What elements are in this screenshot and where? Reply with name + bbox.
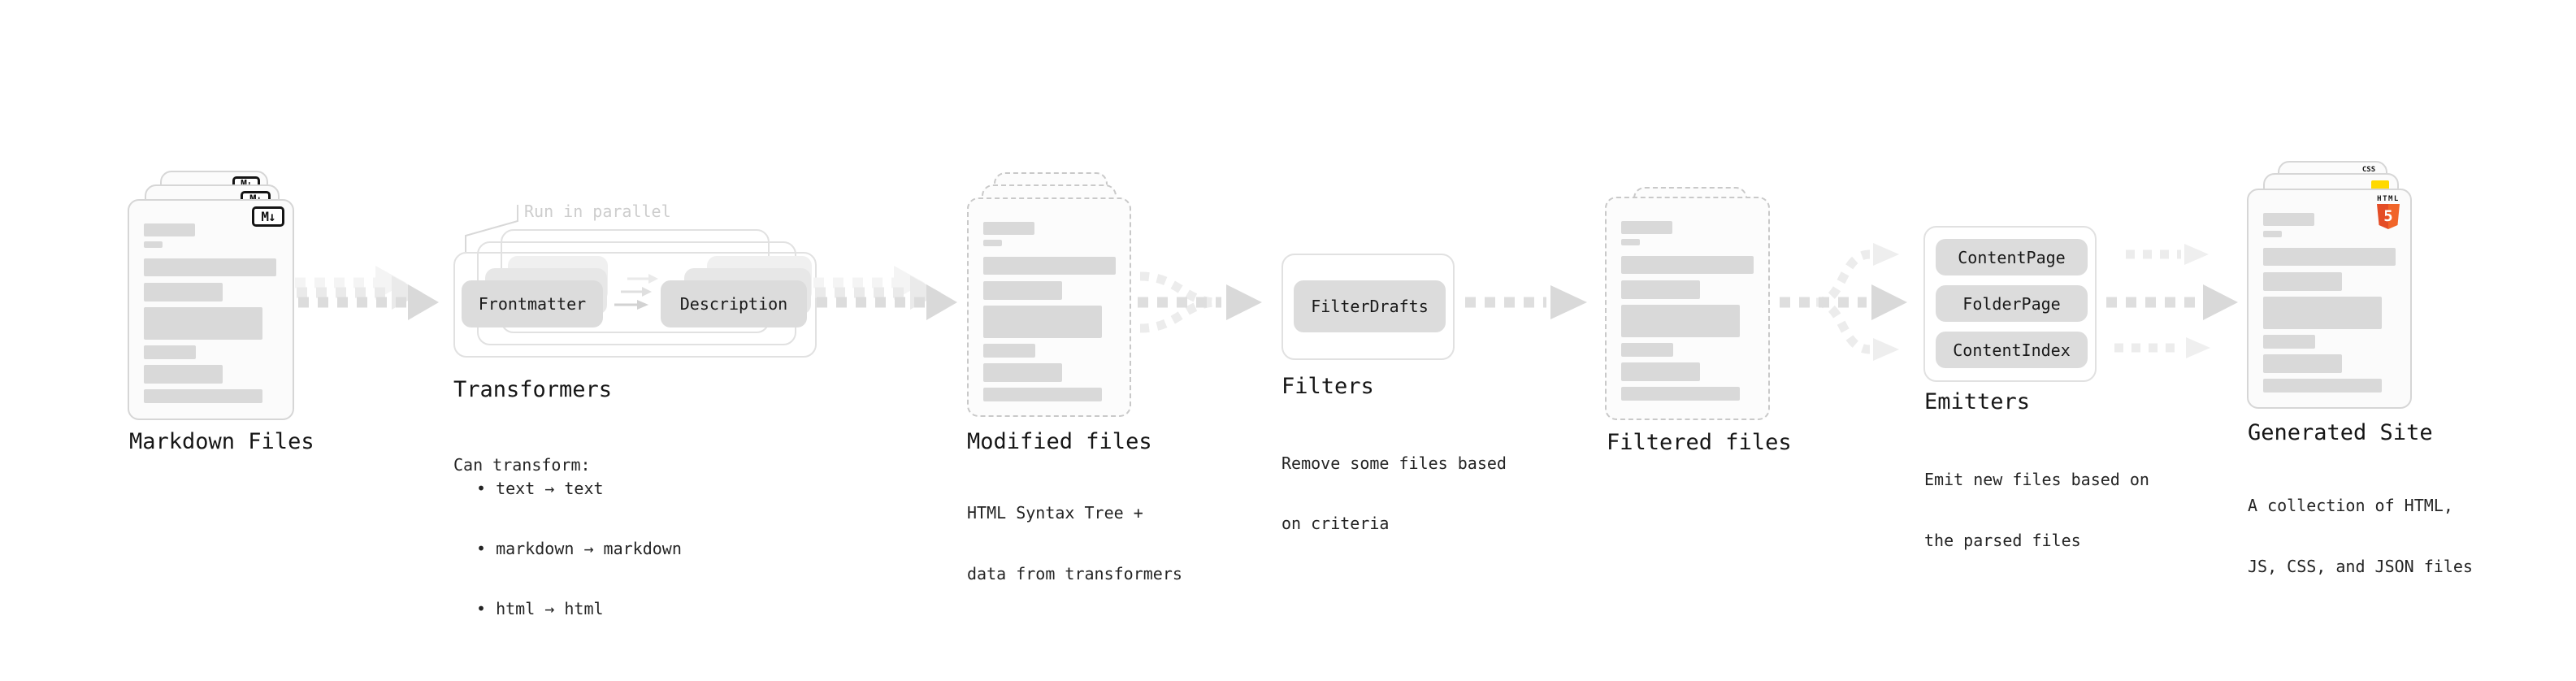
frontmatter-pill: Frontmatter (462, 280, 603, 327)
generated-html-card: HTML 5 (2247, 189, 2412, 409)
skeleton-bar (1621, 362, 1700, 381)
stage-filtered-files (1605, 187, 1770, 420)
skeleton-bar (983, 363, 1062, 382)
skeleton-bar (144, 389, 262, 403)
bullet-item: • html → html (476, 599, 604, 618)
skeleton-bar (983, 306, 1102, 338)
skeleton-text (983, 222, 1116, 401)
bullet-item: • text → text (476, 479, 604, 498)
contentpage-pill: ContentPage (1936, 239, 2088, 275)
skeleton-bar (1621, 239, 1640, 245)
stage-markdown-files: M↓ M↓ M↓ (128, 171, 294, 423)
skeleton-bar (2263, 297, 2382, 329)
skeleton-bar (2263, 213, 2314, 226)
description-pill: Description (661, 280, 807, 327)
arrow-filters-to-filtered-icon (1465, 285, 1587, 319)
arrow-filtered-to-emitters-icon (1780, 243, 1907, 361)
skeleton-bar (983, 222, 1034, 235)
skeleton-bar (2263, 335, 2315, 349)
generated-site-title: Generated Site (2248, 420, 2433, 445)
skeleton-bar (983, 344, 1035, 358)
skeleton-bar (1621, 387, 1740, 401)
filtered-files-title: Filtered files (1607, 430, 1792, 455)
stage-emitters-frame: ContentPage FolderPage ContentIndex (1923, 226, 2097, 382)
filtered-file-card-front (1605, 197, 1770, 420)
run-in-parallel-leader-line (465, 205, 518, 252)
contentpage-pill-label: ContentPage (1958, 247, 2066, 267)
skeleton-text (144, 223, 276, 403)
skeleton-bar (144, 345, 196, 359)
skeleton-bar (1621, 221, 1672, 234)
skeleton-text (2263, 213, 2396, 393)
skeleton-bar (144, 241, 163, 248)
bullet-item: • markdown → markdown (476, 539, 682, 558)
html5-icon: HTML 5 (2374, 195, 2402, 229)
stage-transformers: Frontmatter Description (453, 229, 827, 367)
emitters-title: Emitters (1924, 389, 2031, 414)
arrow-modified-to-filters-icon (1138, 271, 1262, 333)
stage-filters-frame: FilterDrafts (1281, 254, 1455, 360)
contentindex-pill-label: ContentIndex (1953, 340, 2071, 360)
parallel-arrows-icon (614, 274, 658, 310)
filters-title: Filters (1281, 374, 1374, 399)
skeleton-bar (1621, 343, 1673, 357)
transformer-frame-front (453, 252, 817, 358)
arrow-transformers-to-modified-icon (813, 266, 957, 320)
skeleton-bar (983, 240, 1002, 246)
emitters-subtitle: Emit new files based on the parsed files (1924, 470, 2149, 550)
skeleton-text (1621, 221, 1754, 401)
stage-generated-site: CSS HTML 5 (2247, 161, 2414, 413)
markdown-files-title: Markdown Files (129, 429, 314, 454)
skeleton-bar (144, 307, 262, 340)
modified-files-subtitle: HTML Syntax Tree + data from transformer… (967, 503, 1182, 583)
skeleton-bar (2263, 354, 2342, 373)
skeleton-bar (2263, 248, 2396, 266)
filterdrafts-pill: FilterDrafts (1294, 280, 1446, 332)
frontmatter-pill-label: Frontmatter (478, 294, 587, 314)
modified-file-card-front (967, 197, 1131, 417)
skeleton-bar (144, 223, 195, 236)
skeleton-bar (1621, 280, 1700, 299)
folderpage-pill-label: FolderPage (1962, 293, 2061, 314)
transformers-note-heading: Can transform: (453, 455, 591, 475)
skeleton-bar (144, 365, 223, 384)
markdown-icon: M↓ (252, 206, 284, 227)
skeleton-bar (144, 258, 276, 276)
transformers-title: Transformers (453, 377, 613, 402)
skeleton-bar (983, 281, 1062, 300)
filterdrafts-pill-label: FilterDrafts (1311, 297, 1429, 316)
skeleton-bar (2263, 379, 2382, 393)
modified-files-title: Modified files (967, 429, 1152, 454)
arrow-emitters-to-generated-icon (2106, 244, 2238, 358)
contentindex-pill: ContentIndex (1936, 332, 2088, 368)
skeleton-bar (2263, 272, 2342, 291)
description-pill-label: Description (679, 294, 788, 314)
run-in-parallel-label: Run in parallel (524, 202, 671, 221)
skeleton-bar (983, 257, 1116, 275)
transformers-bullets: • text → text • markdown → markdown • ht… (476, 439, 682, 639)
skeleton-bar (2263, 231, 2282, 237)
stage-modified-files (967, 172, 1131, 417)
generated-site-subtitle: A collection of HTML, JS, CSS, and JSON … (2248, 496, 2473, 576)
filters-subtitle: Remove some files based on criteria (1281, 453, 1507, 533)
skeleton-bar (1621, 305, 1740, 337)
folderpage-pill: FolderPage (1936, 285, 2088, 322)
skeleton-bar (1621, 256, 1754, 274)
skeleton-bar (983, 388, 1102, 401)
markdown-file-card-front: M↓ (128, 199, 294, 420)
arrow-markdown-to-transformers-icon (295, 266, 439, 320)
skeleton-bar (144, 283, 223, 301)
